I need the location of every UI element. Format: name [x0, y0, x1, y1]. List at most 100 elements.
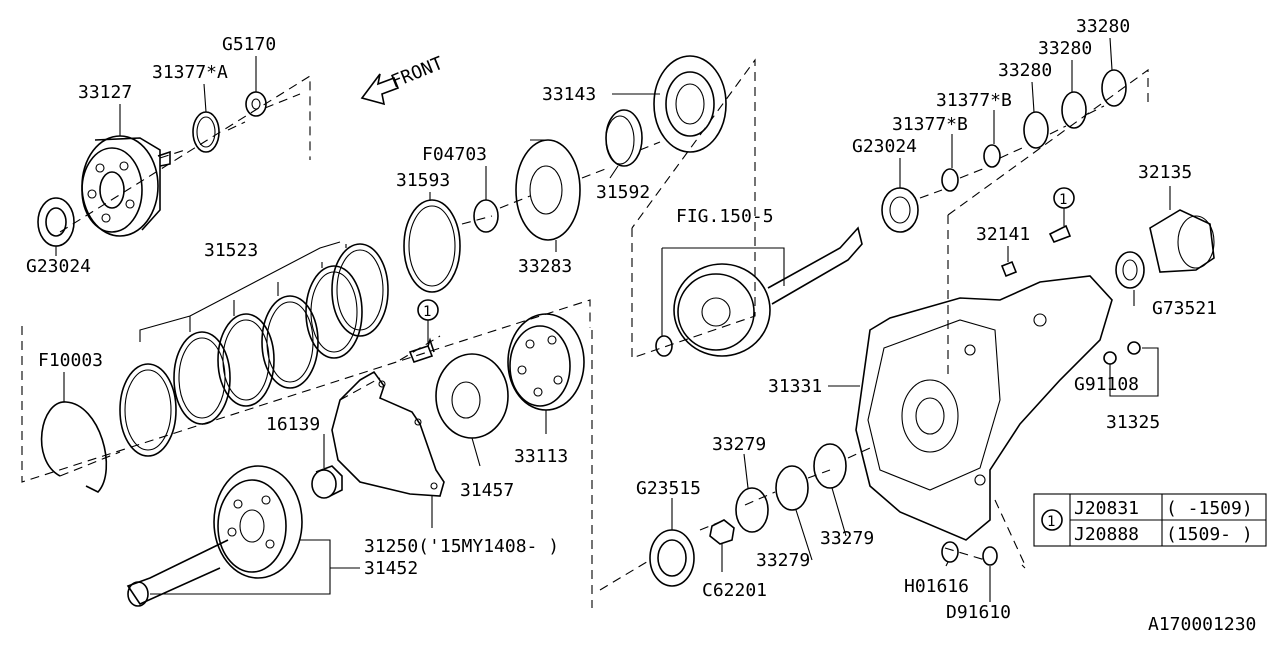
label-G91108: G91108: [1074, 374, 1139, 395]
group-outline-mid: [631, 58, 756, 359]
gear-shaft-31452: [126, 465, 303, 607]
front-arrow-icon: [360, 73, 400, 106]
label-H01616: H01616: [904, 576, 969, 597]
ring-31592: [605, 109, 643, 167]
axis-line-upper: [159, 93, 301, 159]
label-16139: 16139: [266, 414, 320, 435]
label-33127: 33127: [78, 82, 132, 103]
legend-part-1: J20831: [1074, 498, 1139, 519]
washer-G5170: [245, 91, 267, 117]
label-G23024-right: G23024: [852, 136, 917, 157]
oring-33279-1: [735, 487, 769, 533]
label-G5170: G5170: [222, 34, 276, 55]
ref-number-1-right: 1: [1059, 192, 1067, 208]
ring-33280-1: [1023, 111, 1049, 149]
axis-line-lower: [599, 447, 871, 591]
label-31457: 31457: [460, 480, 514, 501]
clutch-plate-31593: [403, 199, 461, 293]
legend-range-2: (1509- ): [1166, 524, 1253, 545]
plug-31325: [1127, 341, 1141, 355]
ref-circle-1-left: [417, 299, 439, 344]
label-33280-1: 33280: [998, 60, 1052, 81]
bolt-ref1-right: [1048, 224, 1072, 244]
label-32135: 32135: [1138, 162, 1192, 183]
ref-number-1-left: 1: [423, 304, 431, 320]
plug-H01616: [941, 541, 959, 563]
label-33279-3: 33279: [820, 528, 874, 549]
clutch-pack-31523: [119, 243, 389, 457]
legend-ref-number: 1: [1047, 514, 1055, 530]
gear-33113: [507, 313, 585, 411]
label-33280-2: 33280: [1038, 38, 1092, 59]
label-33143: 33143: [542, 84, 596, 105]
ring-33280-3: [1101, 69, 1127, 107]
label-F10003: F10003: [38, 350, 103, 371]
plate-33283: [515, 139, 581, 241]
label-31377A: 31377*A: [152, 62, 228, 83]
drum-fig150-5: [655, 226, 863, 357]
label-31592: 31592: [596, 182, 650, 203]
label-31331: 31331: [768, 376, 822, 397]
legend-ref-circle: [1041, 509, 1063, 531]
group-outline-front: [59, 75, 311, 233]
label-C62201: C62201: [702, 580, 767, 601]
bolt-ref1-left: [408, 337, 435, 363]
ring-31377B-1: [941, 168, 959, 192]
nut-C62201: [709, 519, 735, 545]
label-33279-1: 33279: [712, 434, 766, 455]
ring-F04703: [473, 199, 499, 233]
bearing-G23024-right: [881, 187, 919, 233]
drum-33127: [81, 135, 171, 237]
label-33113: 33113: [514, 446, 568, 467]
seal-G73521: [1115, 251, 1145, 289]
bearing-G23515: [649, 529, 695, 587]
washer-D91610: [982, 546, 998, 566]
label-front: FRONT: [388, 53, 446, 93]
label-31593: 31593: [396, 170, 450, 191]
cover-31250: [331, 370, 445, 497]
oring-33279-2: [775, 465, 809, 511]
washer-G91108: [1103, 351, 1117, 365]
label-F04703: F04703: [422, 144, 487, 165]
axis-line-mid: [461, 141, 661, 225]
label-fig150-5: FIG.150-5: [676, 206, 774, 227]
label-31523: 31523: [204, 240, 258, 261]
ring-33280-2: [1061, 91, 1087, 129]
label-33283: 33283: [518, 256, 572, 277]
bearing-G23024-left: [37, 197, 75, 247]
label-33279-2: 33279: [756, 550, 810, 571]
group-outline-right: [947, 68, 1149, 216]
bearing-33143: [653, 55, 727, 153]
housing-31331: [855, 275, 1113, 541]
label-G23024-left: G23024: [26, 256, 91, 277]
label-31325: 31325: [1106, 412, 1160, 433]
ring-31457: [435, 353, 509, 439]
label-31377B-lower: 31377*B: [892, 114, 968, 135]
label-31377B-upper: 31377*B: [936, 90, 1012, 111]
ring-31377A: [192, 111, 220, 153]
label-D91610: D91610: [946, 602, 1011, 623]
legend-table: 1 J20831 ( -1509) J20888 (1509- ): [1033, 493, 1267, 547]
diagram-id: A170001230: [1148, 614, 1256, 635]
legend-range-1: ( -1509): [1166, 498, 1253, 519]
ring-31377B-2: [983, 144, 1001, 168]
leader-lines: [55, 37, 1171, 602]
legend-part-2: J20888: [1074, 524, 1139, 545]
ref-circle-1-right: [1053, 187, 1075, 226]
label-G23515: G23515: [636, 478, 701, 499]
snap-ring-F10003: [40, 401, 108, 493]
label-31452: 31452: [364, 558, 418, 579]
group-outline-clutch: [21, 299, 591, 483]
clip-32141: [1000, 260, 1018, 278]
oring-33279-3: [813, 443, 847, 489]
collar-16139: [311, 465, 343, 499]
group-outline-cover: [947, 215, 1026, 569]
label-31250: 31250('15MY1408- ): [364, 536, 559, 557]
label-32141: 32141: [976, 224, 1030, 245]
label-33280-3: 33280: [1076, 16, 1130, 37]
cap-32135: [1149, 209, 1215, 273]
label-G73521: G73521: [1152, 298, 1217, 319]
axis-line-cover: [944, 499, 1026, 566]
